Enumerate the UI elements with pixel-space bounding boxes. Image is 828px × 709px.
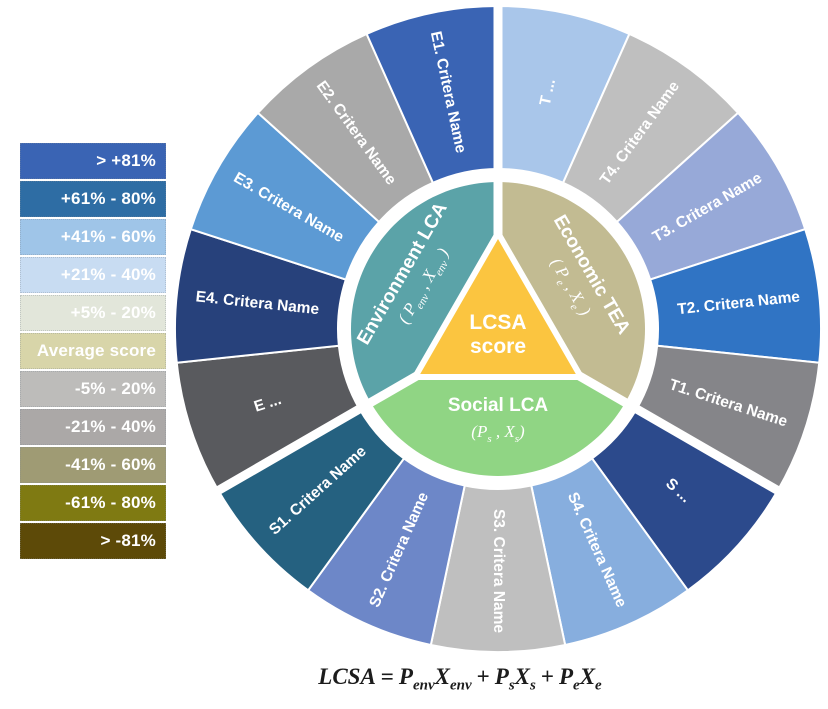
legend-item: +61% - 80% (20, 181, 166, 217)
legend-item-label: +21% - 40% (60, 265, 156, 284)
equation-token: LCSA (318, 664, 376, 689)
legend-item-label: -21% - 40% (65, 417, 156, 436)
legend-item-label: +41% - 60% (60, 227, 156, 246)
equation-token: = (380, 664, 394, 689)
sector-math-social: (Ps , Xs) (471, 422, 525, 445)
legend-item-label: -5% - 20% (74, 379, 156, 398)
legend-item: -21% - 40% (20, 409, 166, 445)
legend-item-label: > -81% (100, 531, 156, 550)
center-label-line1: LCSA (469, 311, 526, 334)
legend-item-label: -61% - 80% (65, 493, 156, 512)
center-label-line2: score (470, 335, 526, 358)
equation-token: Xe (579, 664, 602, 694)
center-label: LCSA score (469, 311, 526, 358)
equation-token: + (476, 664, 490, 689)
legend-item-label: -41% - 60% (65, 455, 156, 474)
equation-token: Xs (514, 664, 536, 694)
legend-item: -5% - 20% (20, 371, 166, 407)
legend-item: > -81% (20, 523, 166, 559)
equation-token: + (540, 664, 554, 689)
legend-item-label: > +81% (96, 151, 156, 170)
equation-token: Xenv (434, 664, 472, 694)
ring-segment-label-s3: S3. Critera Name (490, 509, 507, 633)
legend-item: +5% - 20% (20, 295, 166, 331)
legend-item-label: Average score (36, 341, 156, 360)
legend-item: Average score (20, 333, 166, 369)
legend-item: -41% - 60% (20, 447, 166, 483)
outer-ring-layer (174, 4, 822, 654)
equation-token: Ps (494, 664, 515, 694)
legend-item: -61% - 80% (20, 485, 166, 521)
legend-item-label: +61% - 80% (60, 189, 156, 208)
legend-item: +21% - 40% (20, 257, 166, 293)
sector-name-social: Social LCA (448, 395, 549, 416)
legend-item: > +81% (20, 143, 166, 179)
legend-item: +41% - 60% (20, 219, 166, 255)
sector-label-social: Social LCA (Ps , Xs) (448, 395, 549, 445)
lcsa-triangle (412, 230, 584, 380)
equation-token: Penv (398, 664, 435, 694)
lcsa-equation: LCSA=PenvXenv+PsXs+PeXe (170, 660, 750, 694)
equation-token: Pe (558, 664, 580, 694)
sector-math-environment: ( Penv , Xenv ) (394, 244, 456, 328)
score-legend: > +81% +61% - 80% +41% - 60% +21% - 40% +5% … (20, 143, 166, 559)
ring-segment-label-t-more: T ... (537, 77, 559, 107)
legend-item-label: +5% - 20% (70, 303, 156, 322)
